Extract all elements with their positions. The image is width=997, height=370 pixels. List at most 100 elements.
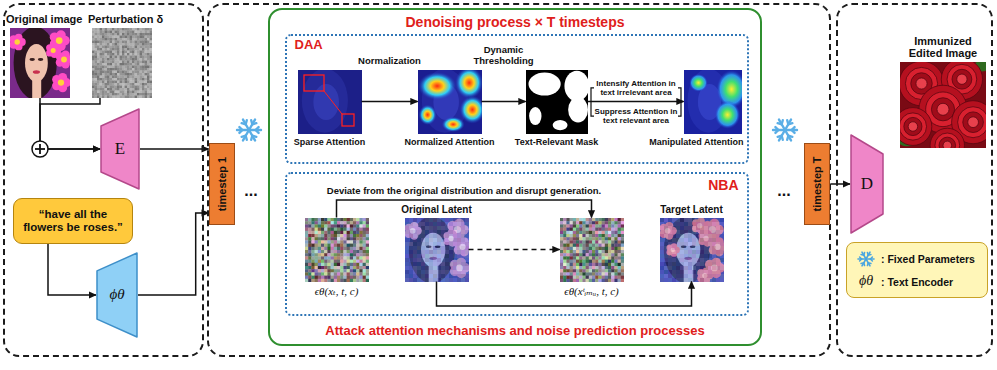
perturbation-image-picture xyxy=(140,83,143,86)
perturbation-image-picture xyxy=(105,53,108,56)
noise-prediction-picture xyxy=(563,253,567,257)
perturbation-image-picture xyxy=(145,33,148,36)
noise-prediction-picture xyxy=(589,247,593,251)
latent-image-picture xyxy=(684,242,688,246)
noise-prediction-picture xyxy=(586,260,590,264)
latent-image-picture xyxy=(421,233,445,268)
perturbation-image-picture xyxy=(150,68,153,71)
original-image-picture xyxy=(10,28,70,98)
noise-prediction-picture xyxy=(308,237,312,241)
latent-image-picture xyxy=(465,238,469,242)
latent-image-picture xyxy=(425,230,429,234)
noise-prediction-picture xyxy=(334,221,338,225)
latent-image-picture xyxy=(417,222,421,226)
noise-prediction-picture xyxy=(327,260,331,264)
latent-image-picture xyxy=(405,218,409,222)
noise-prediction-picture xyxy=(589,228,593,232)
latent-image-picture xyxy=(700,230,704,234)
perturbation-image-picture xyxy=(135,83,138,86)
noise-prediction-picture xyxy=(337,256,341,260)
latent-image-picture xyxy=(405,250,409,254)
perturbation-image-picture xyxy=(107,66,110,69)
latent-image-picture xyxy=(433,250,437,254)
noise-prediction-picture xyxy=(598,224,602,228)
perturbation-image-picture xyxy=(105,78,108,81)
perturbation-image-picture xyxy=(150,71,153,74)
latent-image-picture xyxy=(421,254,425,258)
perturbation-image-picture xyxy=(142,78,145,81)
noise-prediction-picture xyxy=(337,221,341,225)
perturbation-image-picture xyxy=(97,43,100,46)
noise-prediction-picture xyxy=(608,276,612,280)
noise-prediction-picture xyxy=(359,250,363,254)
perturbation-image-picture xyxy=(100,63,103,66)
perturbation-image-picture xyxy=(105,86,108,89)
noise-prediction-picture xyxy=(308,234,312,238)
perturbation-image-picture xyxy=(100,86,103,89)
perturbation-image-picture xyxy=(105,51,108,54)
latent-image-picture xyxy=(668,226,672,230)
latent-image-picture xyxy=(409,222,413,226)
perturbation-image-picture xyxy=(92,48,95,51)
noise-prediction-picture xyxy=(570,218,574,222)
noise-prediction-picture xyxy=(321,240,325,244)
perturbation-image-picture xyxy=(147,51,150,54)
noise-prediction-picture xyxy=(363,234,367,238)
noise-prediction-picture xyxy=(614,276,618,280)
noise-prediction-picture xyxy=(560,237,564,241)
latent-image-picture xyxy=(457,258,461,262)
noise-prediction-picture xyxy=(315,228,319,232)
noise-prediction-picture xyxy=(598,228,602,232)
perturbation-image-picture xyxy=(135,63,138,66)
noise-prediction-picture xyxy=(592,279,596,282)
noise-prediction-picture xyxy=(598,260,602,264)
original-image-picture xyxy=(25,44,48,82)
noise-prediction-picture xyxy=(347,247,351,251)
perturbation-image-picture xyxy=(147,76,150,79)
perturbation-image-picture xyxy=(95,78,98,81)
noise-prediction-picture xyxy=(363,237,367,241)
perturbation-image-picture xyxy=(147,31,150,34)
perturbation-image-picture xyxy=(107,76,110,79)
noise-prediction-picture xyxy=(614,272,618,276)
perturbation-image-picture xyxy=(102,71,105,74)
latent-image-picture xyxy=(676,233,700,268)
perturbation-image-picture xyxy=(130,36,133,39)
perturbation-image-picture xyxy=(115,71,118,74)
noise-prediction-picture xyxy=(618,276,622,280)
noise-prediction-picture xyxy=(602,247,606,251)
perturbation-image-picture xyxy=(150,48,153,51)
latent-image-picture xyxy=(465,278,469,282)
noise-prediction-picture xyxy=(331,279,335,282)
perturbation-image-picture xyxy=(125,93,128,96)
noise-prediction-picture xyxy=(334,244,338,248)
latent-image-picture xyxy=(433,278,437,282)
perturbation-image-picture xyxy=(147,66,150,69)
perturbation-image-picture xyxy=(132,63,135,66)
perturbation-image-picture xyxy=(115,31,118,34)
perturbation-image-picture xyxy=(145,76,148,79)
noise-prediction-picture xyxy=(592,228,596,232)
noise-prediction-picture xyxy=(311,266,315,270)
noise-prediction-picture xyxy=(340,231,344,235)
perturbation-image-picture xyxy=(122,96,125,99)
perturbation-image-picture xyxy=(130,28,133,31)
noise-prediction-picture xyxy=(318,221,322,225)
noise-prediction-picture xyxy=(592,266,596,270)
perturbation-image-picture xyxy=(142,81,145,84)
noise-prediction-picture xyxy=(560,231,564,235)
noise-prediction-picture xyxy=(356,247,360,251)
noise-prediction-picture xyxy=(598,279,602,282)
noise-prediction-picture xyxy=(605,247,609,251)
noise-prediction-picture xyxy=(334,256,338,260)
noise-prediction-picture xyxy=(608,244,612,248)
latent-image-picture xyxy=(712,230,716,234)
perturbation-image-picture xyxy=(137,31,140,34)
latent-image-picture xyxy=(664,218,668,222)
latent-image-picture xyxy=(660,238,664,242)
noise-prediction-picture xyxy=(570,237,574,241)
noise-prediction-picture xyxy=(602,240,606,244)
perturbation-image-picture xyxy=(127,83,130,86)
noise-prediction-picture xyxy=(308,240,312,244)
perturbation-image-picture xyxy=(100,46,103,49)
